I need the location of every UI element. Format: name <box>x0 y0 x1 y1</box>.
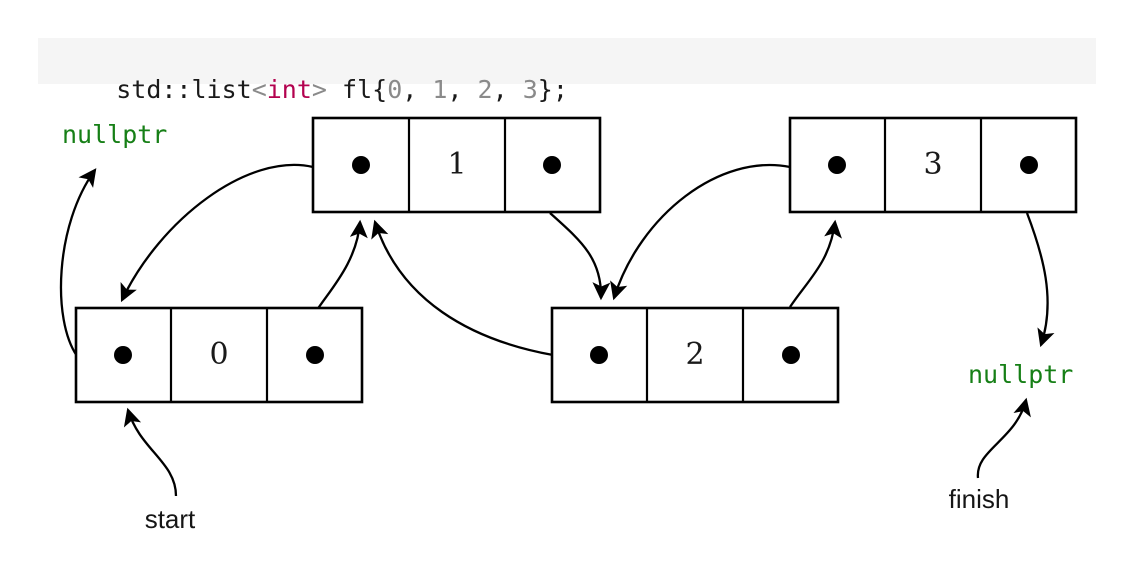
link-node1-next-to-node2 <box>549 212 611 301</box>
code-token-9: 2 <box>477 75 493 104</box>
node-1-next-pointer <box>543 156 561 174</box>
link-node3-next-to-nullptr <box>1025 212 1055 348</box>
link-node0-prev-to-nullptr <box>59 168 97 357</box>
code-token-2: int <box>266 75 312 104</box>
link-start-to-node0 <box>123 407 178 497</box>
code-token-4: fl{ <box>326 75 388 104</box>
node-3-next-pointer <box>1020 156 1038 174</box>
code-token-11: 3 <box>522 75 538 104</box>
node-2-prev-pointer <box>590 346 608 364</box>
code-token-7: 1 <box>432 75 448 104</box>
code-token-0: std::list <box>116 75 252 104</box>
list-node-2: 2 <box>550 306 840 404</box>
node-0-next-pointer <box>306 346 324 364</box>
nullptr-label-left: nullptr <box>62 120 167 149</box>
code-token-6: , <box>402 75 433 104</box>
link-node0-next-to-node1 <box>316 219 368 311</box>
start-label: start <box>145 504 196 534</box>
node-2-value: 2 <box>685 337 704 372</box>
list-node-0: 0 <box>74 306 364 404</box>
link-finish-to-nullptr <box>976 397 1031 479</box>
code-token-8: , <box>447 75 478 104</box>
node-1-value: 1 <box>447 147 466 182</box>
list-node-3: 3 <box>788 116 1078 214</box>
code-banner-background <box>38 38 1096 84</box>
finish-label: finish <box>949 484 1010 514</box>
code-token-3: > <box>311 75 327 104</box>
node-0-value: 0 <box>209 337 228 372</box>
link-node1-prev-to-node0 <box>120 163 314 303</box>
node-0-prev-pointer <box>114 346 132 364</box>
link-node3-prev-to-node2 <box>610 163 791 301</box>
code-token-1: < <box>251 75 267 104</box>
code-snippet: std::list<int> fl{0, 1, 2, 3}; <box>56 48 568 132</box>
node-3-value: 3 <box>923 147 942 182</box>
code-token-12: }; <box>537 75 568 104</box>
node-2-next-pointer <box>782 346 800 364</box>
node-3-prev-pointer <box>828 156 846 174</box>
node-1-prev-pointer <box>352 156 370 174</box>
list-node-1: 1 <box>311 116 602 214</box>
link-node2-next-to-node3 <box>789 219 842 308</box>
code-token-10: , <box>492 75 523 104</box>
link-node2-prev-to-node1 <box>371 219 554 357</box>
nullptr-label-right: nullptr <box>968 360 1073 389</box>
code-token-5: 0 <box>387 75 403 104</box>
